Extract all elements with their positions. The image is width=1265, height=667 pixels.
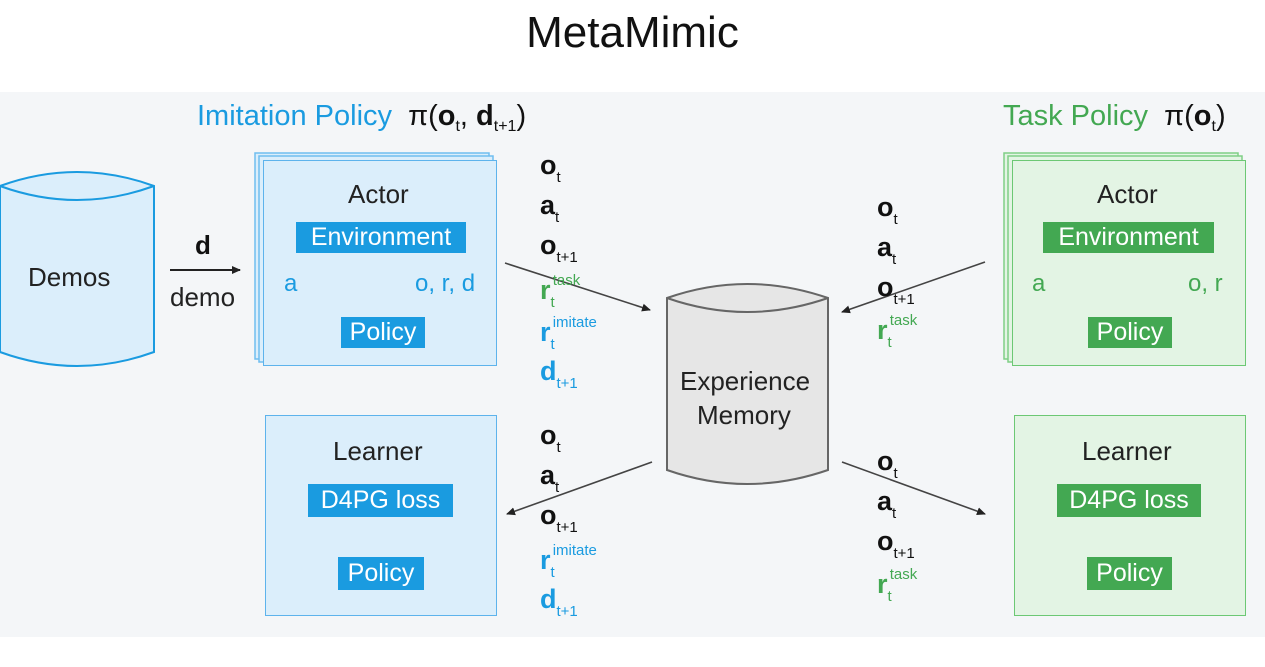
sym-a-t: at xyxy=(877,232,897,268)
imitation-actor-title: Actor xyxy=(348,179,409,209)
imitation-actor-policy-chip: Policy xyxy=(341,317,425,348)
task-actor-title: Actor xyxy=(1097,179,1158,209)
task-observation-label: o, r xyxy=(1188,270,1223,297)
imitation-d4pg-loss-chip: D4PG loss xyxy=(308,484,453,517)
sym-o-t: ot xyxy=(540,150,561,186)
task-action-label: a xyxy=(1032,270,1046,297)
imitation-learner-policy-chip: Policy xyxy=(338,557,424,590)
imitation-policy-label: Imitation Policy xyxy=(197,100,393,132)
sym-r-task: rttask xyxy=(877,312,918,351)
page-title: MetaMimic xyxy=(526,8,739,57)
memory-to-task-learner-arrow xyxy=(841,461,986,516)
sym-r-imitate: rtimitate xyxy=(540,314,597,353)
sym-r-imitate: rtimitate xyxy=(540,542,597,581)
sym-o-t: ot xyxy=(877,192,898,228)
task-actor-to-memory-arrow xyxy=(841,261,986,314)
demos-cylinder xyxy=(0,171,155,367)
memory-to-imitation-learner-arrow xyxy=(506,461,653,516)
sym-d-t1: dt+1 xyxy=(540,584,578,620)
sym-o-t: ot xyxy=(877,446,898,482)
task-policy-label: Task Policy xyxy=(1003,100,1149,132)
task-policy-header: Task Policy π(ot) xyxy=(1003,100,1226,136)
imitation-actor-to-memory-arrow xyxy=(504,262,651,312)
demos-label: Demos xyxy=(28,262,111,292)
task-actor-policy-chip: Policy xyxy=(1088,317,1172,348)
task-policy-formula: π(ot) xyxy=(1164,100,1226,135)
experience-memory-line2: Memory xyxy=(697,400,791,430)
experience-memory-line1: Experience xyxy=(680,366,811,396)
demo-arrow-symbol: d xyxy=(195,230,211,260)
sym-a-t: at xyxy=(877,486,897,522)
sym-a-t: at xyxy=(540,460,560,496)
imitation-policy-header: Imitation Policy π(ot, dt+1) xyxy=(197,100,526,136)
task-learner-policy-chip: Policy xyxy=(1087,557,1172,590)
imitation-environment-chip: Environment xyxy=(296,222,466,253)
imitation-observation-label: o, r, d xyxy=(415,270,476,297)
task-environment-chip: Environment xyxy=(1043,222,1214,253)
imitation-action-label: a xyxy=(284,270,298,297)
sym-a-t: at xyxy=(540,190,560,226)
sym-o-t: ot xyxy=(540,420,561,456)
demo-arrow-label: demo xyxy=(170,282,236,312)
sym-o-t1: ot+1 xyxy=(877,526,915,562)
imitation-policy-formula: π(ot, dt+1) xyxy=(408,100,527,135)
sym-r-task: rttask xyxy=(540,272,581,311)
experience-memory-cylinder xyxy=(666,283,829,485)
sym-o-t1: ot+1 xyxy=(540,500,578,536)
sym-o-t1: ot+1 xyxy=(540,230,578,266)
imitation-learner-title: Learner xyxy=(333,436,423,466)
task-d4pg-loss-chip: D4PG loss xyxy=(1057,484,1201,517)
sym-d-t1: dt+1 xyxy=(540,356,578,392)
sym-r-task: rttask xyxy=(877,566,918,605)
sym-o-t1: ot+1 xyxy=(877,272,915,308)
task-learner-title: Learner xyxy=(1082,436,1172,466)
